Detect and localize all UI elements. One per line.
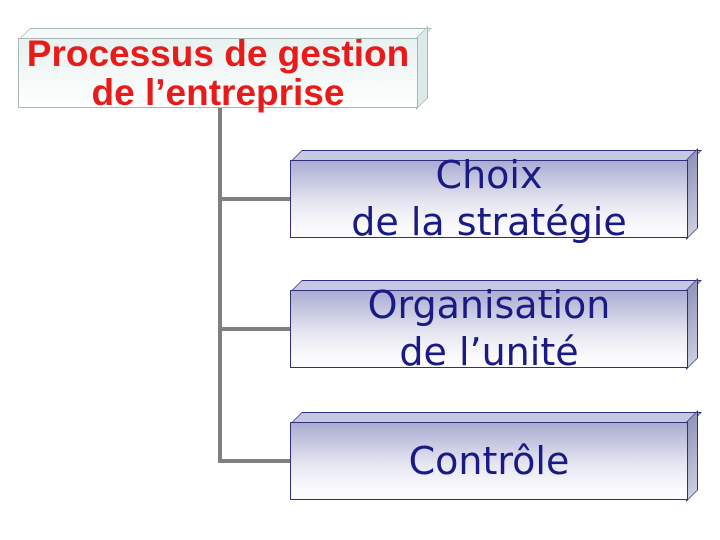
- process-box-front-face: Contrôle: [290, 422, 688, 500]
- process-box-choix: Choix de la stratégie: [290, 148, 702, 244]
- connector-branch-organisation: [218, 327, 290, 331]
- box-line: Organisation: [367, 283, 611, 328]
- title-line-2: de l’entreprise: [91, 72, 345, 113]
- box-line: de la stratégie: [351, 200, 627, 244]
- process-box-front-face: Organisation de l’unité: [290, 283, 688, 374]
- process-box-controle: Contrôle: [290, 410, 702, 502]
- connector-branch-choix: [218, 197, 290, 201]
- box-line: Contrôle: [408, 438, 570, 483]
- process-box-front-face: Choix de la stratégie: [290, 153, 688, 244]
- connector-branch-controle: [218, 459, 290, 463]
- title-line-1: Processus de gestion: [26, 32, 410, 74]
- box-line: de l’unité: [399, 330, 579, 374]
- title-box: Processus de gestion de l’entreprise: [18, 26, 432, 112]
- title-box-front-face: Processus de gestion de l’entreprise: [18, 34, 418, 112]
- connector-vertical-line: [218, 108, 222, 463]
- box-line: Choix: [435, 153, 543, 198]
- process-box-organisation: Organisation de l’unité: [290, 278, 702, 374]
